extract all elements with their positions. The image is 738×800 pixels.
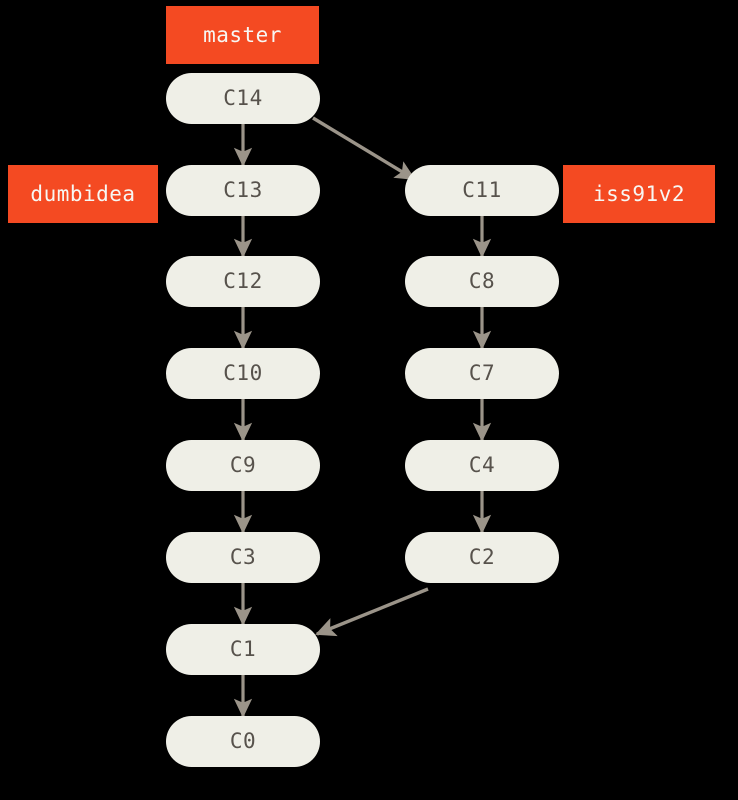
commit-node-c11[interactable]: C11 xyxy=(405,165,559,216)
commit-node-label: C12 xyxy=(223,269,263,293)
branch-tag-master[interactable]: master xyxy=(166,6,319,64)
commit-node-c1[interactable]: C1 xyxy=(166,624,320,675)
branch-tag-label: master xyxy=(203,22,282,47)
commit-node-label: C11 xyxy=(462,178,502,202)
commit-node-label: C9 xyxy=(229,453,257,477)
branch-tag-label: dumbidea xyxy=(30,181,136,206)
commit-node-label: C8 xyxy=(468,269,496,293)
commit-node-c3[interactable]: C3 xyxy=(166,532,320,583)
commit-node-c8[interactable]: C8 xyxy=(405,256,559,307)
commit-node-c13[interactable]: C13 xyxy=(166,165,320,216)
commit-node-label: C14 xyxy=(223,86,263,110)
commit-node-label: C0 xyxy=(229,729,257,753)
edge-group xyxy=(233,116,492,718)
commit-node-c0[interactable]: C0 xyxy=(166,716,320,767)
commit-node-label: C2 xyxy=(468,545,496,569)
commit-node-c9[interactable]: C9 xyxy=(166,440,320,491)
commit-node-label: C10 xyxy=(223,361,263,385)
commit-node-c10[interactable]: C10 xyxy=(166,348,320,399)
commit-node-c14[interactable]: C14 xyxy=(166,73,320,124)
commit-node-c12[interactable]: C12 xyxy=(166,256,320,307)
commit-node-label: C1 xyxy=(229,637,257,661)
commit-node-c4[interactable]: C4 xyxy=(405,440,559,491)
commit-edge xyxy=(315,587,429,637)
commit-node-label: C4 xyxy=(468,453,496,477)
branch-tag-iss91v2[interactable]: iss91v2 xyxy=(563,165,715,223)
commit-node-c2[interactable]: C2 xyxy=(405,532,559,583)
commit-node-c7[interactable]: C7 xyxy=(405,348,559,399)
branch-tag-label: iss91v2 xyxy=(592,181,685,206)
commit-node-label: C13 xyxy=(223,178,263,202)
commit-edge xyxy=(312,116,416,181)
commit-node-label: C3 xyxy=(229,545,257,569)
branch-tag-dumbidea[interactable]: dumbidea xyxy=(8,165,158,223)
commit-node-label: C7 xyxy=(468,361,496,385)
